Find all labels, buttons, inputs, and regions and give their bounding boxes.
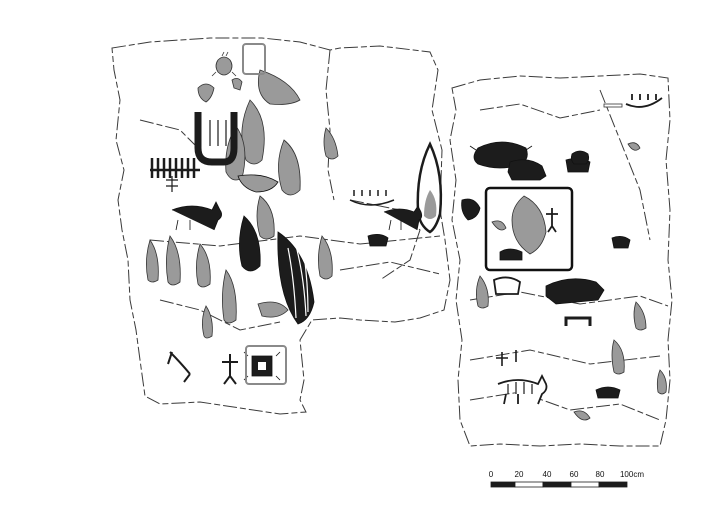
crack-line-1 (149, 235, 441, 247)
gray-whale-right-2 (633, 301, 647, 331)
human-figure-boxed (546, 208, 558, 233)
highlight-boxes (242, 43, 574, 385)
gray-whale-center (256, 195, 275, 240)
scale-tick-60: 60 (570, 470, 579, 479)
dark-whale-left (239, 215, 261, 272)
small-leaf-figure (627, 142, 641, 151)
crack-line-2 (339, 261, 441, 275)
left-panel-outline (111, 37, 451, 415)
gray-whale-right-mid (318, 235, 333, 280)
dark-u-shaped-object (194, 112, 238, 166)
gray-whale-right-3 (611, 339, 625, 375)
scale-bar-seg-3 (542, 481, 572, 488)
whale-small-right (323, 127, 339, 160)
small-diver-figure (231, 78, 243, 91)
scale-tick-80: 80 (596, 470, 605, 479)
tall-whale-inner (424, 190, 437, 219)
comb-fence-figure (150, 158, 200, 178)
crack-line-10 (469, 391, 661, 421)
turtle-small-right (570, 150, 590, 165)
fish-figure-3 (196, 243, 211, 288)
scale-bar-seg-2 (514, 481, 544, 488)
small-turtle-figure (211, 51, 237, 77)
right-panel-figures (461, 94, 667, 421)
highlight-box-right (484, 186, 574, 272)
small-seal-figure (197, 83, 215, 103)
bear-figure-lower (545, 278, 605, 305)
dark-u-shaped-inner (209, 120, 227, 146)
fish-dark-left (461, 198, 481, 221)
striped-deer-stripes (507, 382, 533, 394)
deer-figure-left (171, 201, 222, 231)
scale-tick-100cm: 100cm (620, 470, 644, 479)
highlight-box-lower-left (245, 345, 287, 385)
left-panel-figures (146, 51, 339, 385)
small-bar-top (603, 103, 623, 108)
crack-line-6 (479, 103, 601, 119)
fish-figure-2 (166, 235, 181, 286)
highlight-box-top (242, 43, 266, 75)
middle-panel-divider (325, 49, 335, 201)
animal-figure-lower-right (595, 386, 621, 399)
scale-bar-seg-1 (490, 481, 516, 488)
whale-boxed-right (511, 195, 547, 255)
gray-whale-right-4 (656, 369, 667, 395)
fish-figure-5 (202, 305, 213, 339)
boat-crew-figure (349, 190, 395, 206)
deer-figure-middle (383, 205, 423, 231)
scale-bar-seg-5 (598, 481, 628, 488)
boat-top-right (625, 94, 663, 108)
crack-line-5 (599, 89, 651, 241)
whale-large-4 (278, 139, 301, 196)
scale-tick-40: 40 (543, 470, 552, 479)
deer-figure-right (611, 236, 631, 249)
bow-figure (167, 351, 191, 383)
small-human-lower (496, 350, 517, 366)
scale-bar: 0 20 40 60 80 100cm (489, 470, 644, 488)
scale-bar-seg-4 (570, 481, 600, 488)
striped-animal-figure (237, 174, 279, 193)
fish-figure-lower-right (573, 410, 591, 421)
striped-deer-lower (497, 373, 548, 405)
boxed-turtle-body-hole (258, 362, 266, 370)
fish-figure-1 (146, 239, 159, 283)
small-tree-figure (166, 176, 178, 192)
bear-figure-top (507, 159, 547, 181)
gray-whale-right-1 (476, 275, 489, 309)
fish-figure-4 (222, 269, 237, 324)
scale-tick-20: 20 (515, 470, 524, 479)
crack-line-9 (159, 299, 281, 331)
whale-large-1 (257, 69, 301, 105)
dancing-human-figure (222, 354, 238, 385)
crack-line-8 (139, 119, 201, 151)
small-fish-boxed (491, 220, 507, 231)
scale-tick-0: 0 (489, 470, 494, 479)
crack-line-7 (349, 199, 421, 281)
whale-large-2 (241, 99, 265, 165)
seal-figure-lower (257, 301, 289, 318)
right-panel-outline (449, 73, 673, 447)
rock-panel-outlines (111, 37, 673, 447)
animal-outline-lower (493, 276, 521, 295)
bracket-figure (564, 316, 592, 326)
dark-whale-stripes (287, 245, 309, 319)
middle-area-figures (349, 141, 443, 247)
small-animal-middle (367, 234, 389, 247)
crack-line-4 (469, 349, 661, 365)
turtle-boxed-bottom (499, 248, 523, 261)
